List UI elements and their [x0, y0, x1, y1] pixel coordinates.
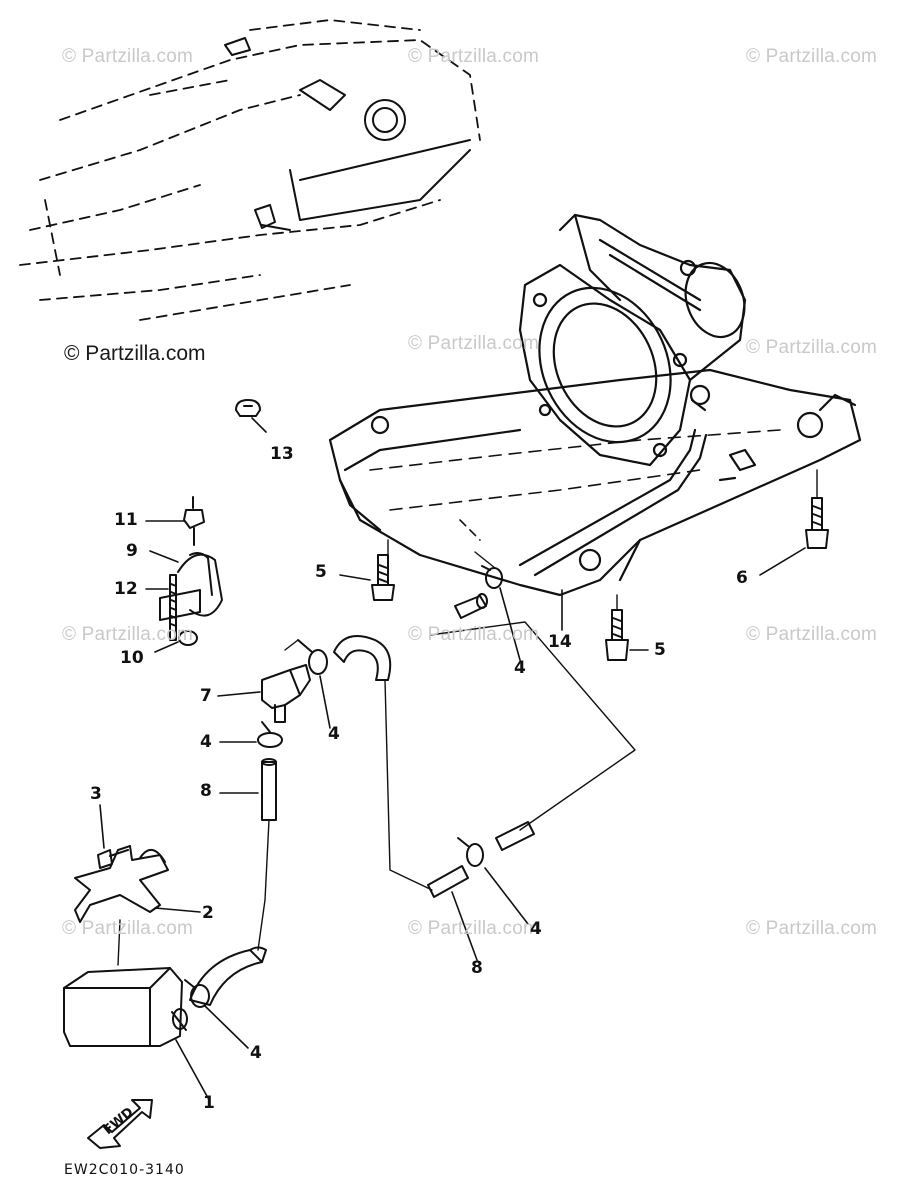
- screw-3: [97, 849, 129, 869]
- callout-5-lower[interactable]: 5: [654, 640, 666, 660]
- clamp-4-fitting: [257, 721, 283, 748]
- bolt-6: [805, 497, 829, 549]
- watermark: © Partzilla.com: [746, 46, 878, 67]
- watermark: © Partzilla.com: [408, 46, 540, 67]
- diagram-code: EW2C010-3140: [64, 1162, 185, 1178]
- callout-leaders: [99, 417, 806, 1099]
- callout-13[interactable]: 13: [270, 444, 294, 464]
- watermark: © Partzilla.com: [746, 624, 878, 645]
- watermark: © Partzilla.com: [62, 918, 194, 939]
- callout-1[interactable]: 1: [203, 1093, 215, 1113]
- clamp-4-lowerright: [457, 837, 484, 867]
- outlet-nipple: [495, 821, 535, 851]
- callout-14[interactable]: 14: [548, 632, 572, 652]
- watermark: © Partzilla.com: [62, 624, 194, 645]
- watermark-prominent: © Partzilla.com: [64, 342, 206, 365]
- callout-4-lowerleft[interactable]: 4: [250, 1043, 262, 1063]
- hose-curved-lower: [189, 946, 267, 1006]
- watermark: © Partzilla.com: [408, 624, 540, 645]
- callout-2[interactable]: 2: [202, 903, 214, 923]
- callout-4-mid[interactable]: 4: [328, 724, 340, 744]
- callout-3[interactable]: 3: [90, 784, 102, 804]
- callout-11[interactable]: 11: [114, 510, 138, 530]
- assembly-lines: [117, 469, 818, 966]
- clamp-4-mid: [297, 639, 328, 675]
- hose-curved-upper: [333, 635, 392, 681]
- watermark: © Partzilla.com: [746, 918, 878, 939]
- fwd-arrow-icon: [87, 1099, 153, 1149]
- bolt-5-lower: [605, 609, 629, 661]
- callout-4-upper[interactable]: 4: [514, 658, 526, 678]
- callout-10[interactable]: 10: [120, 648, 144, 668]
- callout-9[interactable]: 9: [126, 541, 138, 561]
- bracket-assembly: [159, 496, 223, 646]
- watermark: © Partzilla.com: [746, 337, 878, 358]
- callout-12[interactable]: 12: [114, 579, 138, 599]
- bolt-5-upper: [371, 554, 395, 601]
- elbow-7: [261, 664, 311, 723]
- inlet-nipple: [454, 593, 488, 619]
- callout-6[interactable]: 6: [736, 568, 748, 588]
- strainer-1: [63, 967, 188, 1047]
- callout-7[interactable]: 7: [200, 686, 212, 706]
- callout-5-upper[interactable]: 5: [315, 562, 327, 582]
- callout-8-left[interactable]: 8: [200, 781, 212, 801]
- plate-bracket-2: [74, 845, 169, 923]
- bolt-13: [235, 399, 261, 417]
- watermark: © Partzilla.com: [408, 918, 540, 939]
- watermark: © Partzilla.com: [408, 333, 540, 354]
- hose-8-right: [427, 865, 469, 898]
- pump-housing: [328, 213, 862, 597]
- hull-outline: [19, 19, 481, 321]
- callout-8-right[interactable]: 8: [471, 958, 483, 978]
- callout-4-fitting[interactable]: 4: [200, 732, 212, 752]
- hose-8-left: [261, 758, 277, 821]
- hull-solid-details: [224, 37, 471, 231]
- callout-4-lowerright[interactable]: 4: [530, 919, 542, 939]
- watermark: © Partzilla.com: [62, 46, 194, 67]
